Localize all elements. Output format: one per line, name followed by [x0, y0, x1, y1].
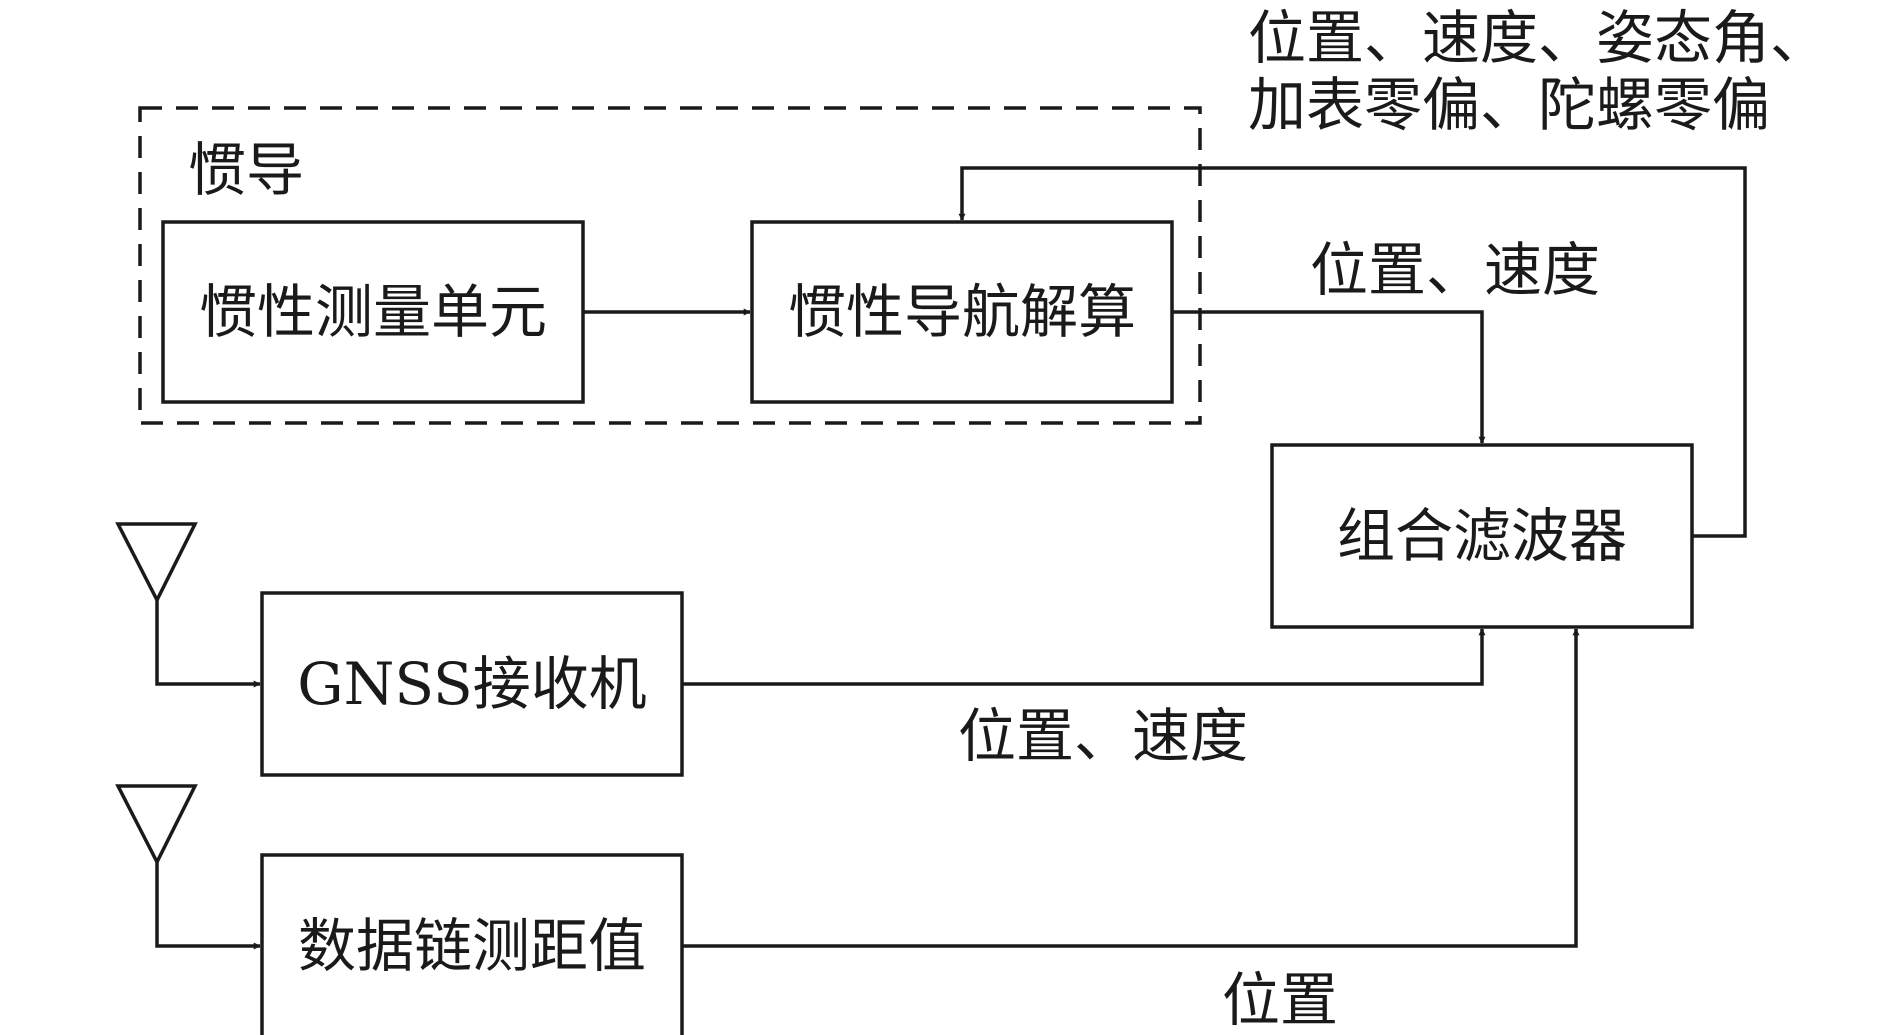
datalink-range-block [260, 853, 684, 1035]
imu-block-label: 惯性测量单元 [199, 278, 547, 346]
datalink-to-filter-label: 位置 [1222, 966, 1338, 1034]
imu-block [161, 220, 585, 404]
ins-solution-block [750, 220, 1174, 404]
ins-group-frame [138, 106, 1202, 425]
integrated-filter-block-label: 组合滤波器 [1337, 502, 1627, 570]
gnss-to-filter-arrow [682, 628, 1486, 686]
gnss-receiver-block-label: GNSS接收机 [297, 650, 647, 718]
ins-to-filter-arrow [1172, 310, 1486, 444]
datalink-range-block-label: 数据链测距值 [298, 912, 646, 980]
gnss-antenna-icon [115, 522, 261, 688]
ins-solution-block-label: 惯性导航解算 [788, 278, 1136, 346]
ins-group-label: 惯导 [188, 136, 304, 204]
feedback-label-line1: 位置、速度、姿态角、 [1248, 4, 1828, 72]
ins-to-filter-label: 位置、速度 [1310, 236, 1600, 304]
gnss-receiver-block [260, 591, 684, 777]
datalink-antenna-icon [115, 784, 261, 950]
datalink-to-filter-arrow [682, 628, 1580, 948]
feedback-label-line2: 加表零偏、陀螺零偏 [1248, 71, 1770, 139]
gnss-to-filter-label: 位置、速度 [958, 702, 1248, 770]
filter-feedback-arrow [958, 166, 1747, 538]
